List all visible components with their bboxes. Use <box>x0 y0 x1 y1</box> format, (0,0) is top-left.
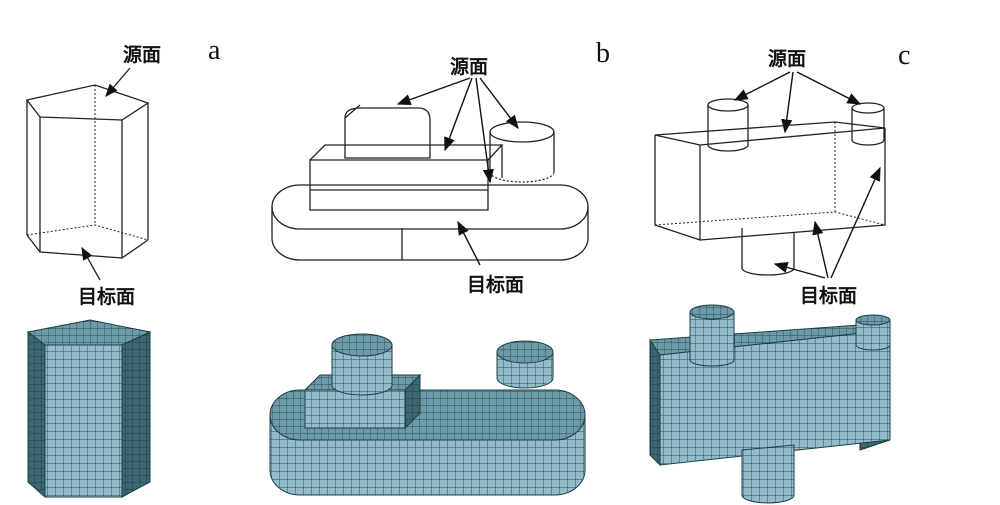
panel-a-source-label: 源面 <box>123 44 162 66</box>
panel-a-mesh <box>26 319 152 499</box>
panel-b-source-label: 源面 <box>450 56 489 78</box>
panel-b-letter: b <box>596 38 610 69</box>
panel-c-target-label: 目标面 <box>800 285 858 307</box>
panel-c-source-label: 源面 <box>768 48 807 70</box>
panel-c-mesh <box>649 304 891 504</box>
panel-a-wireframe <box>25 67 150 281</box>
panel-b-mesh <box>269 333 586 496</box>
panel-b-wireframe <box>271 77 589 266</box>
panel-a-letter: a <box>208 35 221 66</box>
panel-a-target-label: 目标面 <box>78 286 136 308</box>
panel-c-letter: c <box>898 40 911 71</box>
panel-c-wireframe <box>654 71 886 279</box>
panel-b-target-label: 目标面 <box>467 274 525 296</box>
